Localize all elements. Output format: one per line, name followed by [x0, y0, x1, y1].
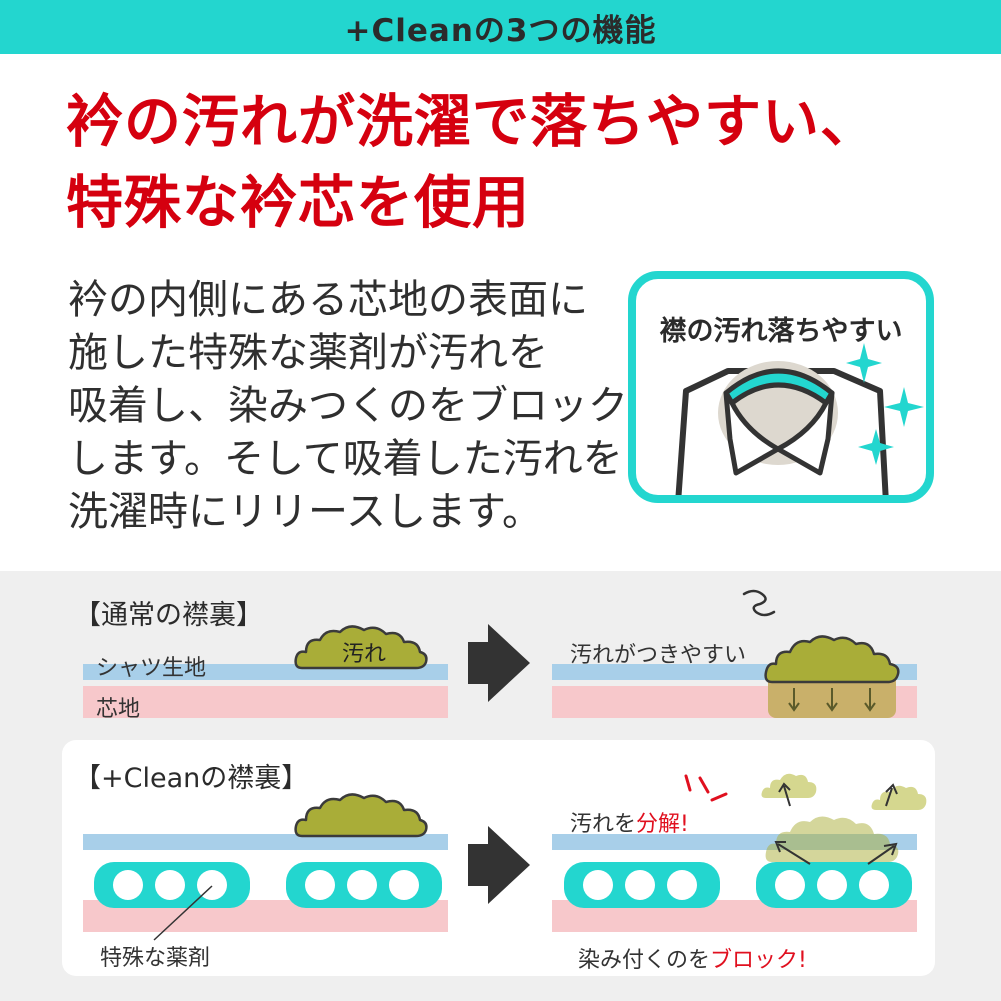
clean-shirt-fabric-layer: [83, 834, 448, 850]
sparkle-icons: [846, 343, 924, 465]
decompose-prefix: 汚れを: [570, 812, 637, 837]
header-bar: +Cleanの3つの機能: [0, 0, 1001, 54]
small-dirt-icon: [761, 773, 817, 798]
easily-stained-label: 汚れがつきやすい: [570, 643, 747, 668]
arrow-right-icon: [468, 624, 530, 702]
arrow-right-icon: [468, 826, 530, 904]
agent-capsule-icon: [564, 862, 720, 908]
block-prefix: 染み付くのを: [578, 948, 711, 973]
pointer-line: [153, 885, 213, 941]
agent-label: 特殊な薬剤: [100, 946, 211, 971]
shirt-collar-icon: [675, 361, 889, 495]
dirt-cloud-icon-after: [764, 635, 900, 684]
dirt-label: 汚れ: [342, 642, 387, 667]
clean-dirt-cloud-icon: [294, 793, 428, 838]
description-line-4: します。そして吸着した汚れを: [68, 436, 623, 482]
core-fabric-layer: [83, 686, 448, 718]
header-title: +Cleanの3つの機能: [344, 12, 657, 49]
illustration-title: 襟の汚れ落ちやすい: [659, 316, 903, 347]
headline-line-1: 衿の汚れが洗濯で落ちやすい、: [66, 89, 878, 155]
headline-line-2: 特殊な衿芯を使用: [66, 170, 530, 236]
block-emphasis: ブロック!: [710, 948, 807, 973]
down-arrows-icon: [788, 688, 876, 712]
description-line-1: 衿の内側にある芯地の表面に: [68, 277, 588, 323]
description-line-2: 施した特殊な薬剤が汚れを: [68, 330, 548, 376]
core-fabric-label: 芯地: [96, 697, 141, 722]
clean-section-title: 【+Cleanの襟裏】: [74, 763, 309, 794]
agent-capsule-icon: [286, 862, 442, 908]
faded-dirt-icon: [765, 816, 899, 862]
agent-capsule-icon: [756, 862, 912, 908]
decompose-emphasis: 分解!: [636, 812, 689, 837]
normal-section-title: 【通常の襟裏】: [74, 600, 263, 631]
collar-illustration: 襟の汚れ落ちやすい: [628, 271, 934, 503]
release-arrows-icon: [774, 782, 898, 865]
description-line-5: 洗濯時にリリースします。: [68, 489, 542, 535]
block-label: 染み付くのをブロック!: [578, 942, 807, 974]
shirt-fabric-label: シャツ生地: [96, 656, 207, 681]
worry-squiggle-icon: [742, 589, 776, 617]
dirt-cloud-icon: [294, 625, 428, 670]
description-line-3: 吸着し、染みつくのをブロック: [68, 383, 628, 429]
decompose-label: 汚れを分解!: [570, 806, 689, 838]
emphasis-marks-icon: [684, 774, 728, 802]
small-dirt-icon: [871, 785, 927, 810]
